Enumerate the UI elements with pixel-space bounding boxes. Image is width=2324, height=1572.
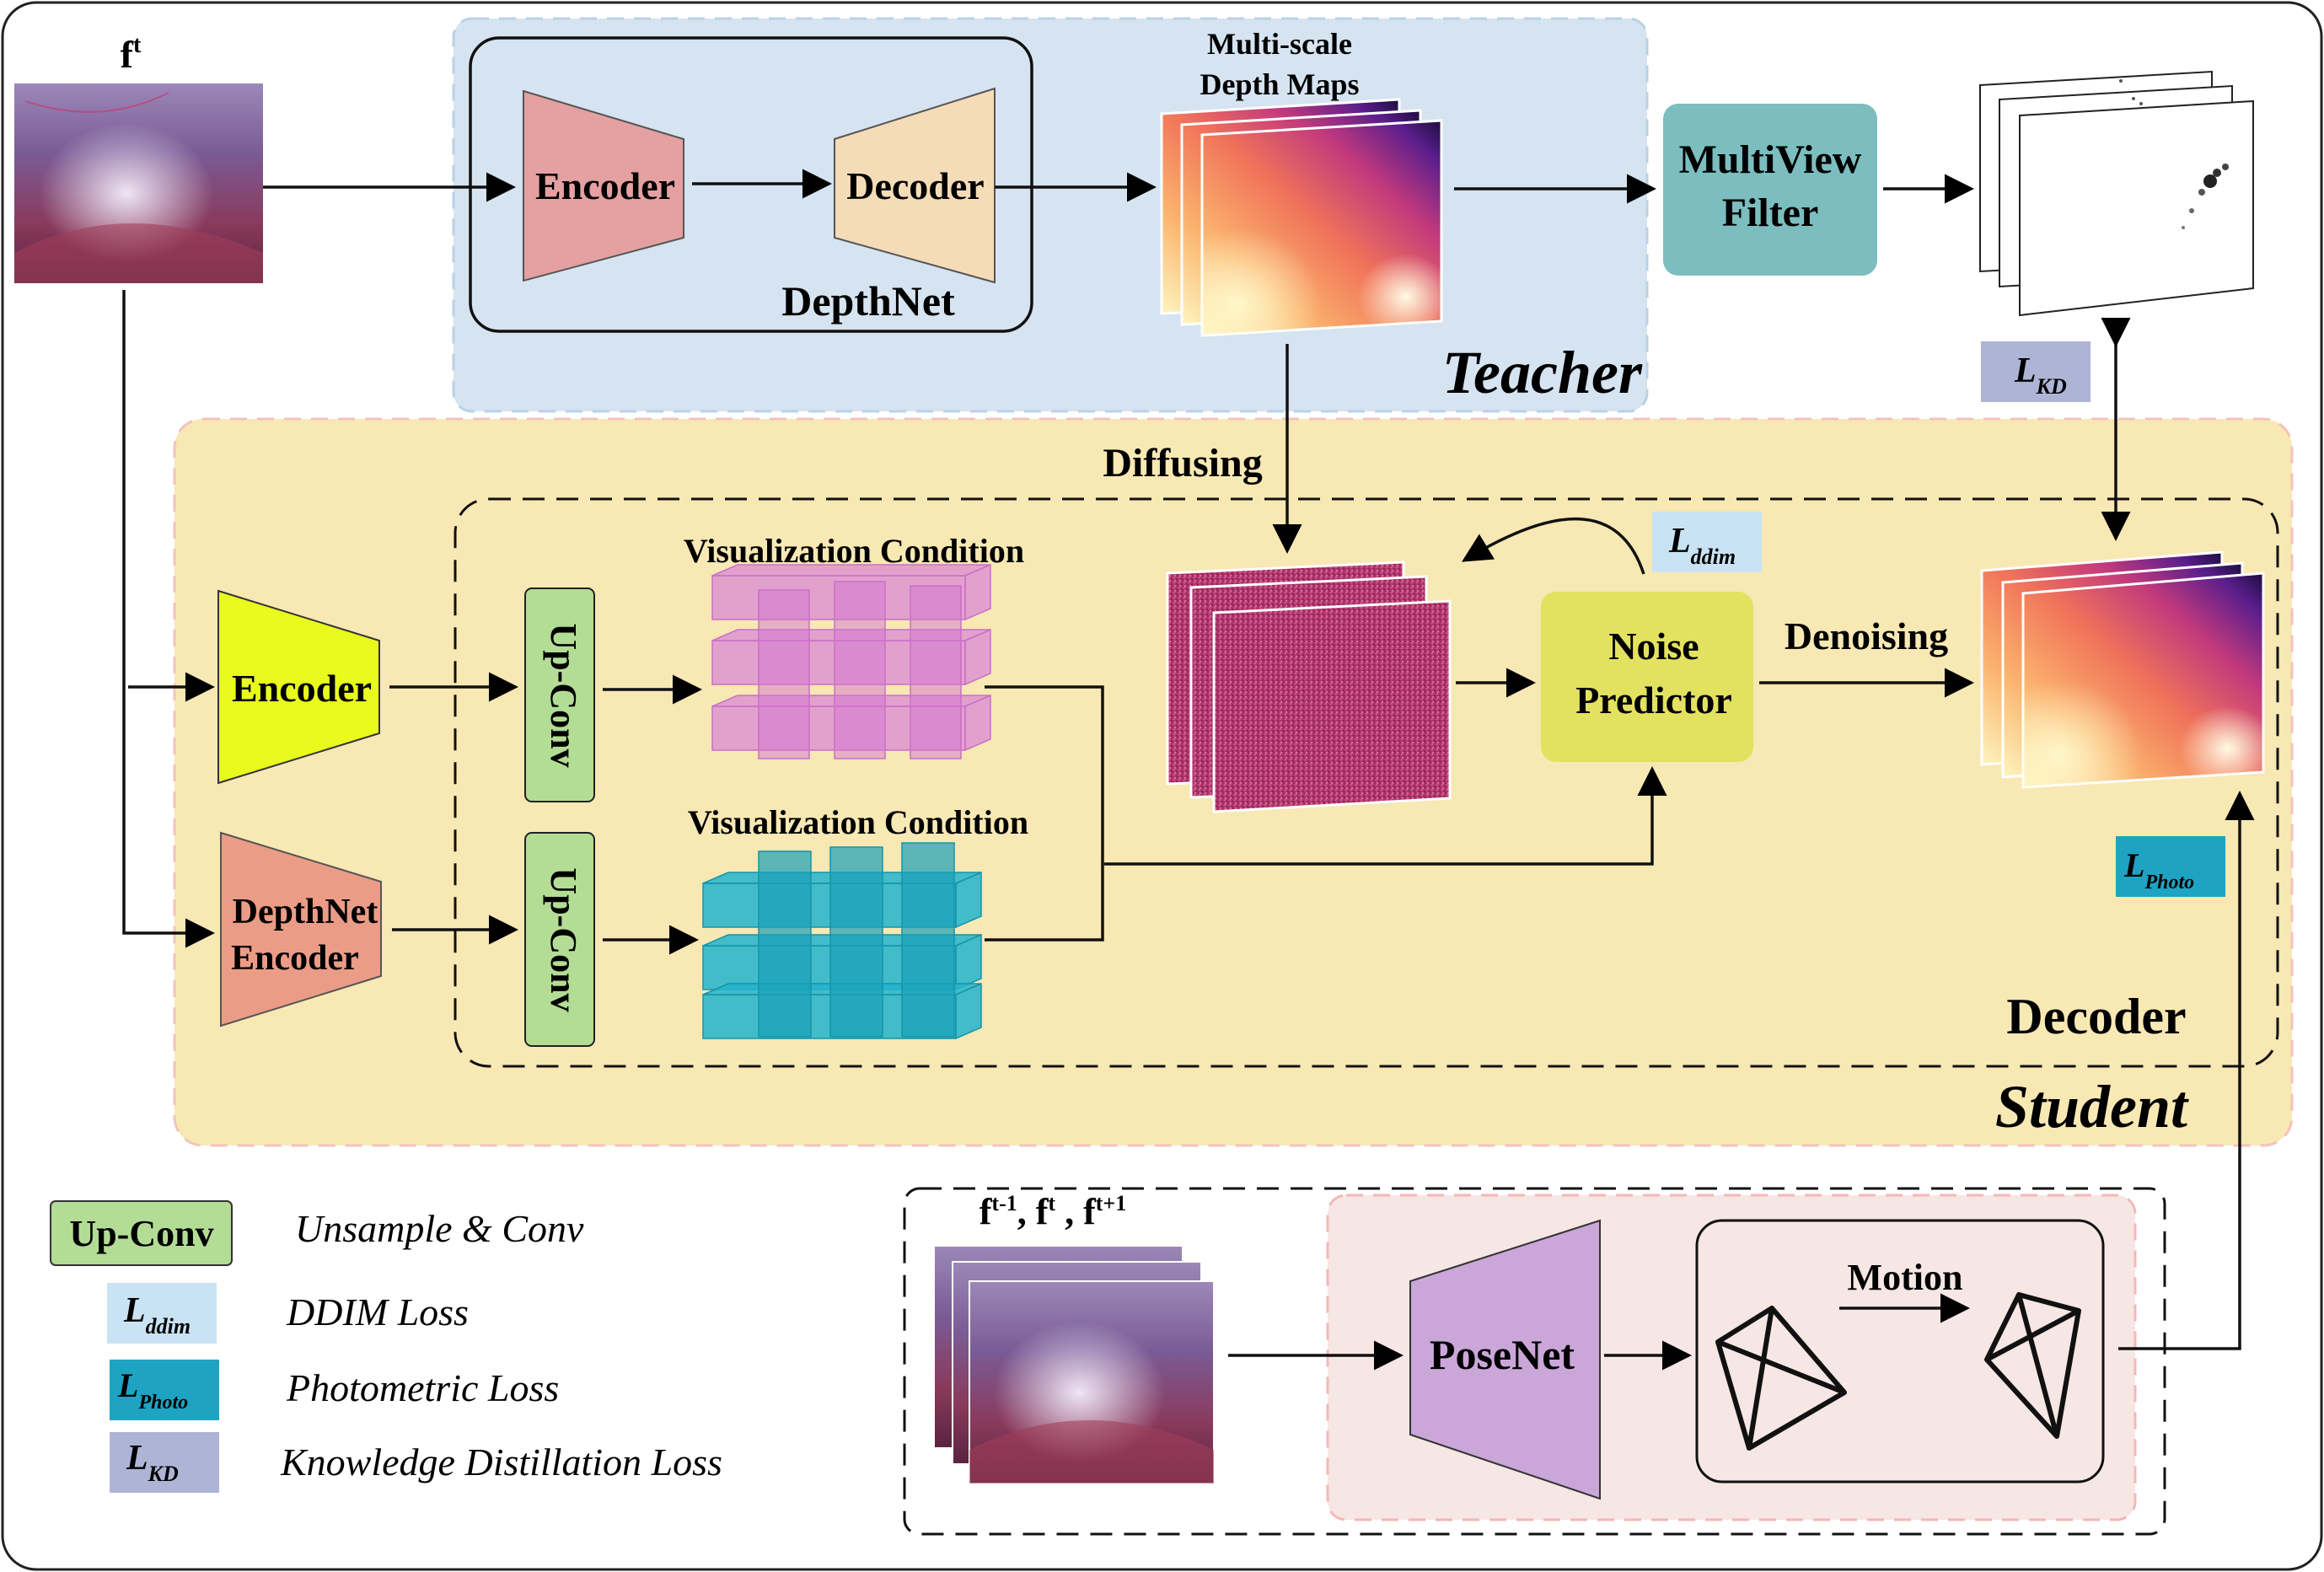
condition-to-noise-predictor: [1104, 766, 1667, 866]
legend-upconv-desc: Unsample & Conv: [295, 1207, 584, 1250]
decoder-label: Decoder: [2006, 989, 2186, 1044]
teacher-encoder-label: Encoder: [535, 164, 675, 207]
legend-l-kd-chip-label: LKD: [126, 1439, 179, 1486]
legend-l-kd-chip: [110, 1432, 219, 1493]
depthnet-label: DepthNet: [781, 277, 955, 325]
legend-upconv-chip: [50, 1200, 233, 1266]
legend-l-photo-chip: [110, 1360, 219, 1420]
upconv-block-top: [524, 587, 595, 802]
input-frame-label: ft: [121, 32, 142, 76]
upconv-top-label: Up-Conv: [543, 623, 584, 767]
multiview-label-line1: MultiView: [1679, 137, 1862, 182]
filtered-depth-maps: [1979, 70, 2254, 317]
multi-scale-depth-maps: [1160, 98, 1443, 337]
camera-frustum-right: [1984, 1292, 2081, 1439]
teacher-region: Encoder Decoder DepthNet Multi-scale Dep…: [452, 17, 2254, 413]
depth-maps-title-line1: Multi-scale: [1207, 27, 1352, 61]
predicted-depth-maps: [1980, 550, 2265, 789]
upconv-block-bottom: [524, 832, 595, 1047]
input-branch-line: [122, 290, 215, 948]
svg-text:Lddim: Lddim: [1668, 522, 1736, 569]
vis-condition-cyan-blocks: [702, 842, 982, 1040]
diffusing-label: Diffusing: [1103, 441, 1262, 486]
legend-l-photo-desc: Photometric Loss: [286, 1366, 559, 1409]
motion-box: [1695, 1219, 2105, 1483]
pose-to-output-connector: [2118, 791, 2255, 1350]
multiview-filter: [1663, 104, 1877, 276]
upconv-bottom-label: Up-Conv: [543, 867, 584, 1011]
legend-l-ddim-desc: DDIM Loss: [286, 1290, 469, 1333]
l-photo-badge: LPhoto: [2116, 836, 2225, 897]
legend-l-kd-desc: Knowledge Distillation Loss: [280, 1441, 722, 1483]
depthnet-encoder-label-line1: DepthNet: [233, 893, 378, 931]
pink-condition-connector: [985, 685, 1104, 942]
l-kd-badge: LKD: [1981, 341, 2091, 402]
ddim-loop-arrow: [1462, 517, 1645, 575]
teacher-decoder-label: Decoder: [846, 164, 984, 207]
denoising-label: Denoising: [1785, 614, 1948, 657]
student-region: Diffusing Decoder Student Encoder DepthN…: [173, 417, 2294, 1147]
pose-region: ft-1, ft , ft+1 PoseNet Motion: [903, 1187, 2166, 1536]
camera-frustum-left: [1715, 1306, 1847, 1451]
student-encoder: [217, 589, 380, 785]
noise-predictor-label-line2: Predictor: [1575, 679, 1732, 722]
input-frame: ft: [14, 32, 263, 283]
noise-predictor: [1541, 592, 1753, 762]
posenet-label: PoseNet: [1430, 1331, 1575, 1378]
legend-l-ddim-chip-label: Lddim: [123, 1291, 191, 1339]
motion-label: Motion: [1848, 1257, 1963, 1298]
vis-condition-bottom-label: Visualization Condition: [688, 803, 1028, 841]
noise-predictor-label-line1: Noise: [1608, 625, 1699, 668]
legend: Up-Conv Unsample & Conv Lddim DDIM Loss …: [50, 1200, 722, 1493]
depthnet-encoder-label-line2: Encoder: [231, 939, 359, 978]
pose-input-frames: [933, 1245, 1215, 1484]
student-title: Student: [1995, 1073, 2189, 1140]
teacher-decoder: [834, 87, 996, 284]
noisy-depth-maps: [1166, 561, 1452, 813]
pose-frames-label: ft-1, ft , ft+1: [980, 1191, 1126, 1232]
depthnet-encoder: [220, 831, 382, 1027]
vis-condition-top-label: Visualization Condition: [684, 532, 1024, 570]
legend-l-photo-chip-label: LPhoto: [117, 1366, 188, 1414]
vis-condition-pink-blocks: [711, 563, 991, 759]
multiview-label-line2: Filter: [1722, 190, 1819, 235]
svg-text:LKD: LKD: [2014, 351, 2067, 399]
decoder-region: [454, 497, 2279, 1068]
teacher-encoder: [523, 89, 684, 282]
svg-text:LPhoto: LPhoto: [2123, 846, 2194, 893]
depthnet-box: [469, 36, 1033, 333]
legend-l-ddim-chip: [107, 1283, 217, 1344]
depth-maps-title-line2: Depth Maps: [1200, 67, 1359, 101]
posenet: [1409, 1219, 1601, 1500]
l-ddim-badge: Lddim: [1652, 512, 1762, 572]
student-encoder-label: Encoder: [232, 667, 372, 710]
legend-upconv-chip-label: Up-Conv: [69, 1213, 213, 1254]
connectors: [122, 169, 2255, 1371]
teacher-title: Teacher: [1442, 339, 1643, 406]
pose-outer-dashed: [903, 1187, 2166, 1536]
